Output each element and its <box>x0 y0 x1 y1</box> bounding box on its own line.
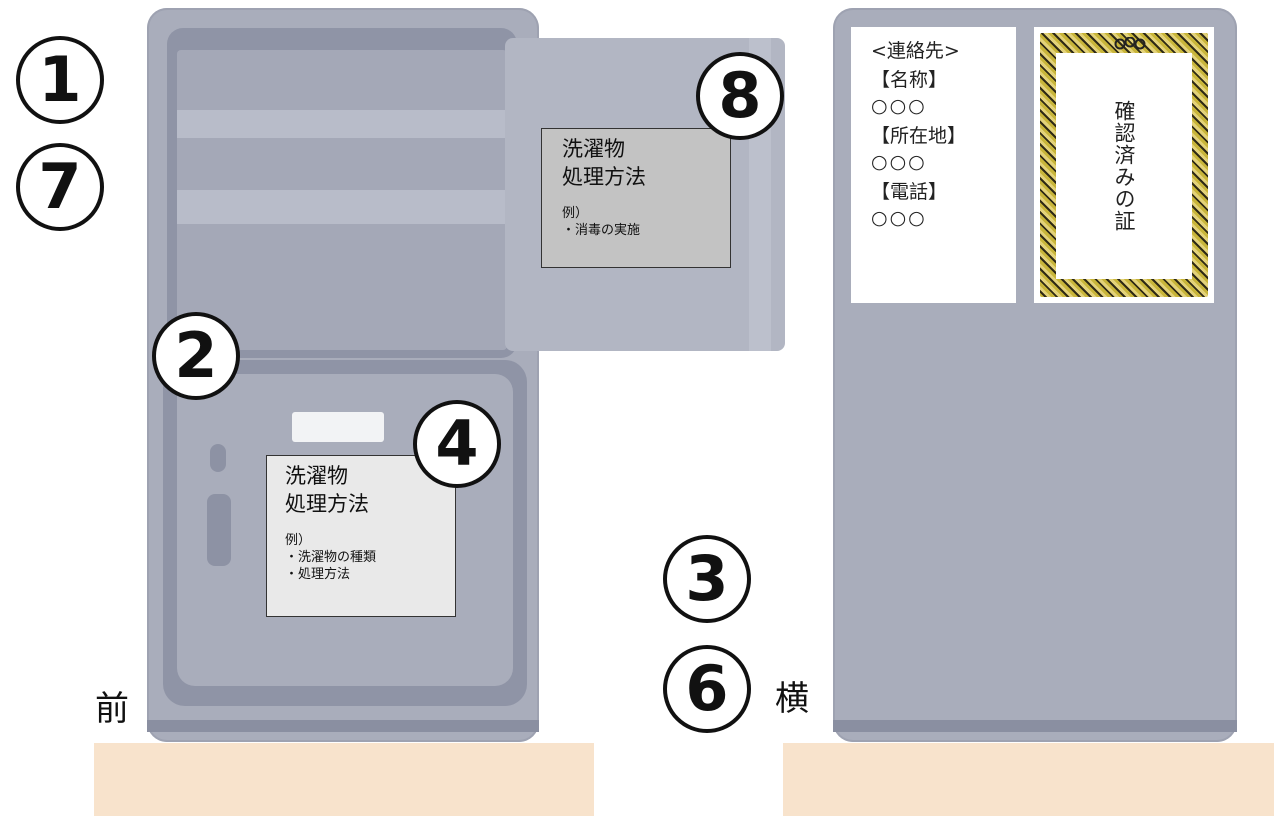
contact-phone-value: ○○○ <box>871 207 927 229</box>
card-title-line2: 処理方法 <box>562 165 646 189</box>
vent-slot <box>210 444 226 472</box>
contact-panel: <連絡先> 【名称】 ○○○ 【所在地】 ○○○ 【電話】 ○○○ <box>851 27 1016 303</box>
vent-slot <box>207 494 231 566</box>
number-8-badge: 8 <box>696 52 784 140</box>
number-3-badge: 3 <box>663 535 751 623</box>
card-title-line1: 洗濯物 <box>285 464 348 488</box>
side-base <box>833 720 1237 732</box>
contact-heading: <連絡先> <box>871 40 960 62</box>
card-title-line2: 処理方法 <box>285 492 369 516</box>
certificate: 確認済みの証 <box>1034 27 1214 303</box>
contact-address-value: ○○○ <box>871 151 927 173</box>
number-1-badge: 1 <box>16 36 104 124</box>
front-stripe <box>177 110 507 138</box>
card-list-item: ・処理方法 <box>285 567 351 582</box>
emblem-icon <box>1114 37 1146 50</box>
card-list-item: ・消毒の実施 <box>562 223 641 238</box>
front-instruction-card: 洗濯物 処理方法 例） ・洗濯物の種類 ・処理方法 <box>266 455 456 617</box>
number-7-badge: 7 <box>16 143 104 231</box>
number-6-badge: 6 <box>663 645 751 733</box>
side-label: 横 <box>775 679 809 719</box>
door-handle <box>292 412 384 442</box>
card-list-item: ・洗濯物の種類 <box>285 550 377 565</box>
front-base <box>147 720 539 732</box>
card-example-label: 例） <box>285 533 312 548</box>
front-floor <box>94 743 594 816</box>
contact-name-label: 【名称】 <box>871 69 948 91</box>
certificate-gold-frame: 確認済みの証 <box>1040 33 1208 297</box>
contact-name-value: ○○○ <box>871 95 927 117</box>
contact-phone-label: 【電話】 <box>871 181 948 203</box>
certificate-inner: 確認済みの証 <box>1056 53 1192 279</box>
number-2-badge: 2 <box>152 312 240 400</box>
front-label: 前 <box>95 689 129 729</box>
front-top-inner-panel <box>177 50 507 350</box>
front-top-panel <box>167 28 517 358</box>
number-4-badge: 4 <box>413 400 501 488</box>
card-example-label: 例） <box>562 206 589 221</box>
door-instruction-card: 洗濯物 処理方法 例） ・消毒の実施 <box>541 128 731 268</box>
certificate-text: 確認済みの証 <box>1112 100 1136 232</box>
contact-address-label: 【所在地】 <box>871 125 967 147</box>
side-floor <box>783 743 1274 816</box>
card-title-line1: 洗濯物 <box>562 137 625 161</box>
front-stripe <box>177 190 507 224</box>
